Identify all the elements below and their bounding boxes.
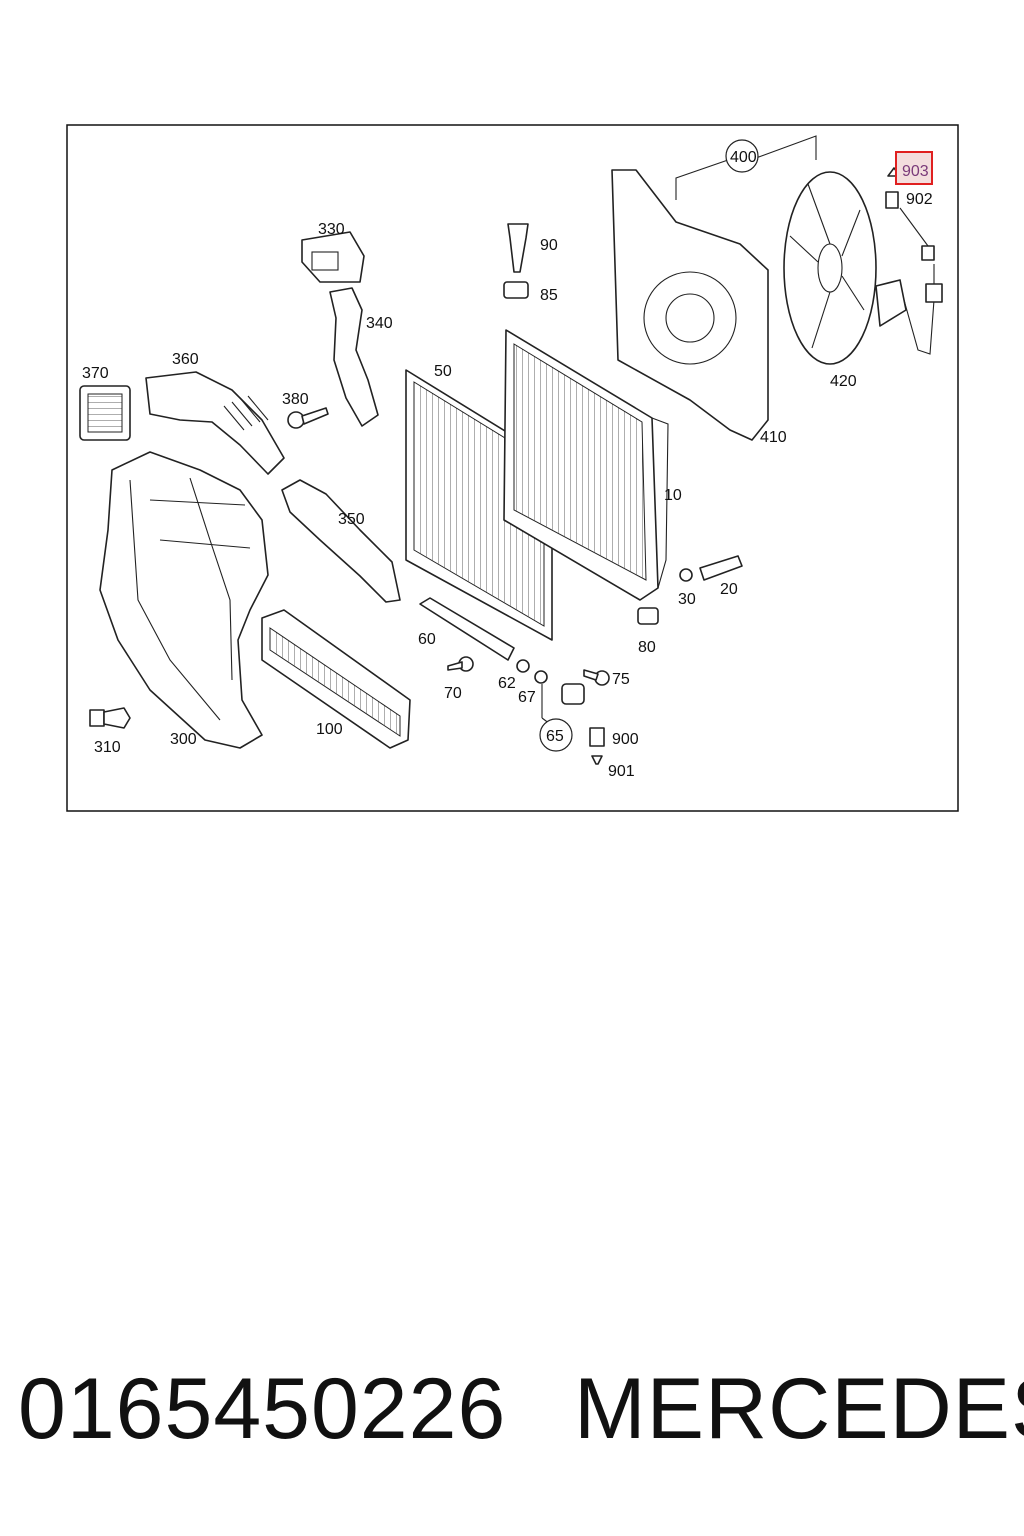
highlight-903 (895, 151, 933, 185)
part-10-radiator[interactable] (503, 329, 669, 601)
callout-70[interactable]: 70 (444, 685, 462, 702)
callout-85[interactable]: 85 (540, 287, 558, 304)
part-85-rubber-mount[interactable] (503, 281, 529, 299)
leader-400 (675, 135, 817, 200)
callout-360[interactable]: 360 (172, 351, 199, 368)
part-902-connector[interactable] (885, 191, 899, 209)
part-380-screw[interactable] (287, 407, 329, 429)
callout-330[interactable]: 330 (318, 221, 345, 238)
part-20-drain-plug[interactable] (699, 555, 743, 581)
callout-60[interactable]: 60 (418, 631, 436, 648)
part-370-air-grille[interactable] (79, 385, 131, 441)
callout-300[interactable]: 300 (170, 731, 197, 748)
part-900-connector[interactable] (589, 727, 605, 747)
callout-20[interactable]: 20 (720, 581, 738, 598)
callout-10[interactable]: 10 (664, 487, 682, 504)
part-340-pipe[interactable] (329, 287, 379, 427)
diagram-frame (66, 124, 959, 812)
callout-90[interactable]: 90 (540, 237, 558, 254)
part-330-bracket[interactable] (301, 231, 365, 283)
part-410-fan-shroud[interactable] (611, 169, 769, 441)
parts-diagram: 10 20 30 50 60 62 65 67 70 75 80 85 90 1… (66, 124, 959, 812)
callout-410[interactable]: 410 (760, 429, 787, 446)
callout-67[interactable]: 67 (518, 689, 536, 706)
callout-901[interactable]: 901 (608, 763, 635, 780)
part-65-pressure-switch[interactable] (541, 683, 585, 725)
part-420-fan[interactable] (783, 171, 943, 365)
callout-100[interactable]: 100 (316, 721, 343, 738)
callout-65-circle (539, 718, 573, 752)
brand-name: MERCEDES (574, 1361, 1024, 1457)
callout-903[interactable]: 903 (902, 163, 929, 180)
part-360-air-duct[interactable] (145, 371, 285, 475)
callout-900[interactable]: 900 (612, 731, 639, 748)
callout-420[interactable]: 420 (830, 373, 857, 390)
callout-50[interactable]: 50 (434, 363, 452, 380)
part-310-clip[interactable] (89, 707, 131, 729)
part-67-seal-ring[interactable] (534, 670, 548, 684)
callout-30[interactable]: 30 (678, 591, 696, 608)
part-60-drier[interactable] (419, 597, 515, 661)
part-80-cap[interactable] (637, 607, 659, 625)
callout-902[interactable]: 902 (906, 191, 933, 208)
callout-400[interactable]: 400 (730, 149, 757, 166)
callout-400-circle (725, 139, 759, 173)
callout-62[interactable]: 62 (498, 675, 516, 692)
part-100-charge-air-cooler[interactable] (261, 609, 411, 749)
part-901-pin[interactable] (591, 755, 603, 765)
part-75-bolt[interactable] (583, 669, 610, 686)
callout-65[interactable]: 65 (546, 728, 564, 745)
callout-370[interactable]: 370 (82, 365, 109, 382)
part-30-washer[interactable] (679, 568, 693, 582)
callout-340[interactable]: 340 (366, 315, 393, 332)
callout-75[interactable]: 75 (612, 671, 630, 688)
part-70-bolt[interactable] (447, 656, 474, 672)
part-350-air-duct[interactable] (281, 479, 401, 603)
part-90-mount-pin[interactable] (507, 223, 529, 273)
callout-380[interactable]: 380 (282, 391, 309, 408)
callout-350[interactable]: 350 (338, 511, 365, 528)
callout-310[interactable]: 310 (94, 739, 121, 756)
part-300-front-shroud[interactable] (99, 451, 269, 749)
caption: 0165450226 MERCEDES (18, 1360, 1024, 1470)
part-62-seal-ring[interactable] (516, 659, 530, 673)
callout-80[interactable]: 80 (638, 639, 656, 656)
part-number: 0165450226 (18, 1361, 507, 1457)
